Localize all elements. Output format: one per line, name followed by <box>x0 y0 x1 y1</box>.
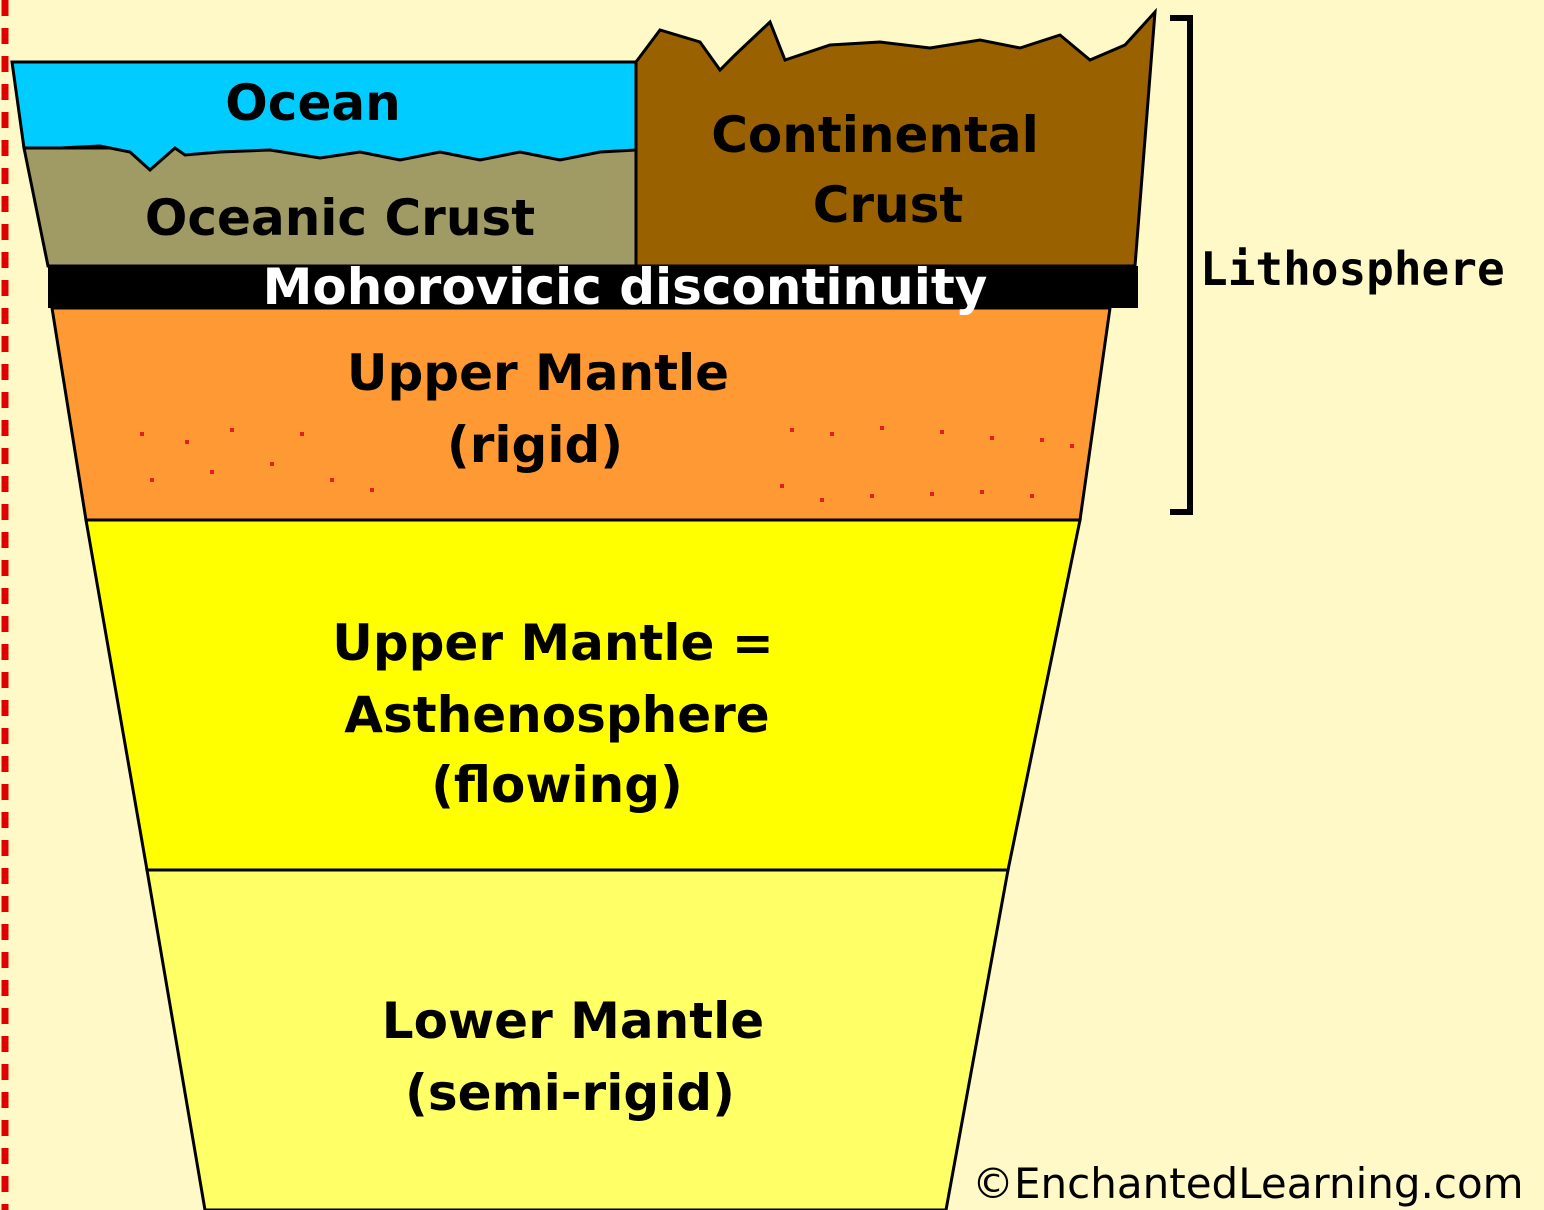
asthenosphere-label-line1: Upper Mantle = <box>332 614 774 672</box>
lithosphere-bracket <box>1170 18 1190 512</box>
upper-mantle-rigid-layer <box>52 308 1110 520</box>
upper-mantle-rigid-label-line2: (rigid) <box>447 416 623 474</box>
lower-mantle-label-line1: Lower Mantle <box>382 992 764 1050</box>
asthenosphere-label-line3: (flowing) <box>431 756 683 814</box>
moho-label: Mohorovicic discontinuity <box>263 258 988 316</box>
oceanic-crust-label: Oceanic Crust <box>145 189 535 247</box>
asthenosphere-label-line2: Asthenosphere <box>344 686 769 744</box>
continental-crust-label-line2: Crust <box>813 176 964 234</box>
ocean-label: Ocean <box>225 74 400 132</box>
continental-crust-label-line1: Continental <box>711 106 1039 164</box>
lithosphere-label: Lithosphere <box>1200 242 1505 296</box>
lower-mantle-label-line2: (semi-rigid) <box>405 1064 735 1122</box>
copyright-text: ©EnchantedLearning.com <box>972 1159 1524 1208</box>
upper-mantle-rigid-label-line1: Upper Mantle <box>347 344 729 402</box>
